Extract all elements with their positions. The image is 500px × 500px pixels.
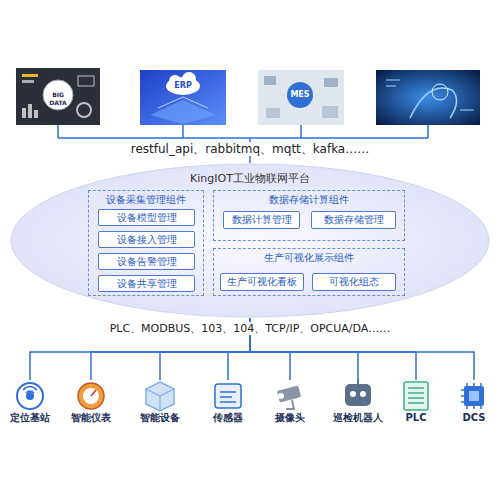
image-detail [22, 108, 26, 118]
smart-device-icon [146, 382, 174, 411]
icon-shape [461, 383, 481, 409]
device-node: 摄像头 [263, 380, 317, 428]
platform-ellipse: KingIOT工业物联网平台设备采集管理组件设备模型管理设备接入管理设备告警管理… [10, 163, 490, 318]
node-text: 设备模型管理 [99, 210, 194, 225]
image-caption: ERP [168, 81, 198, 91]
erp-image [140, 70, 226, 125]
icon-shape [17, 383, 43, 409]
image-detail [432, 84, 448, 100]
node-text: 设备接入管理 [99, 232, 194, 247]
icon-shape [277, 385, 301, 402]
node-text: 设备告警管理 [99, 254, 194, 269]
node-text: PLC [389, 380, 443, 424]
function-box: 设备模型管理 [98, 209, 195, 226]
base-station-icon [17, 383, 43, 409]
protocol-label: PLC、MODBUS、103、104、TCP/IP、OPCUA/DA…… [70, 322, 430, 335]
image-detail [386, 80, 474, 110]
function-box: 设备告警管理 [98, 253, 195, 270]
icon-shape [78, 383, 104, 409]
image-detail [22, 74, 38, 77]
device-node: 智能设备 [133, 380, 187, 428]
icon-shape [220, 392, 236, 402]
node-text: 可视化组态 [313, 274, 395, 289]
icon-shape [83, 388, 99, 404]
image-detail [324, 78, 338, 87]
image-detail [410, 88, 457, 118]
node-text: 智能设备 [133, 380, 187, 424]
node-text: DCS [449, 380, 499, 424]
node-text: 摄像头 [263, 380, 317, 424]
group-title: 数据存储计算组件 [214, 191, 404, 206]
icon-shape [278, 393, 284, 399]
function-box: 数据计算管理 [223, 211, 300, 229]
image-detail [34, 110, 38, 118]
image-detail [150, 100, 216, 124]
sensor-icon [215, 384, 241, 408]
icon-shape [345, 384, 371, 406]
icon-shape [146, 382, 174, 411]
dcs-icon [461, 383, 484, 409]
function-box: 设备共享管理 [98, 275, 195, 292]
node-text: 传感器 [201, 380, 255, 424]
node-text: 智能仪表 [64, 380, 118, 424]
device-node: 定位基站 [3, 380, 57, 428]
icon-shape [360, 391, 366, 397]
image-caption: BIG DATA [43, 91, 73, 107]
icon-shape [26, 392, 34, 400]
icon-shape [91, 390, 96, 396]
mes-image [258, 70, 344, 125]
icon-shape [404, 382, 428, 410]
group-title: 生产可视化展示组件 [214, 249, 404, 264]
device-node: 传感器 [201, 380, 255, 428]
group-title: 设备采集管理组件 [89, 191, 203, 206]
node-text: 数据存储管理 [312, 212, 395, 227]
node-text: 巡检机器人 [328, 380, 388, 424]
function-box: 生产可视化看板 [220, 273, 304, 291]
component-group: 设备采集管理组件设备模型管理设备接入管理设备告警管理设备共享管理 [88, 190, 204, 296]
device-node: 智能仪表 [64, 380, 118, 428]
ai-image [376, 70, 480, 125]
image-detail [77, 103, 91, 117]
icon-shape [23, 387, 37, 394]
camera-icon [277, 385, 301, 409]
image-detail [78, 76, 94, 86]
robot-icon [345, 379, 371, 406]
bus-wire [58, 125, 428, 163]
icon-shape [146, 389, 174, 411]
image-detail [264, 76, 276, 85]
device-node: 巡检机器人 [328, 380, 388, 428]
image-detail [28, 104, 32, 118]
node-text: 定位基站 [3, 380, 57, 424]
platform-ellipse-shape [11, 164, 489, 317]
protocol-label: restful_api、rabbitmq、mqtt、kafka…… [110, 142, 390, 156]
icon-shape [215, 384, 241, 408]
icon-shape [469, 391, 479, 401]
function-box: 设备接入管理 [98, 231, 195, 248]
icon-shape [464, 386, 484, 406]
function-box: 可视化组态 [312, 273, 396, 291]
bigdata-badge [43, 80, 73, 110]
platform-title: KingIOT工业物联网平台 [10, 163, 490, 186]
image-detail [322, 106, 338, 118]
plc-icon [404, 382, 428, 410]
meter-icon [78, 383, 104, 409]
icon-shape [286, 400, 294, 409]
bigdata-image [16, 68, 100, 125]
icon-shape [408, 388, 424, 403]
icon-shape [350, 391, 356, 397]
component-group: 数据存储计算组件数据计算管理数据存储管理 [213, 190, 405, 241]
image-caption: MES [288, 90, 312, 100]
image-detail [158, 97, 208, 108]
device-node: PLC [389, 380, 443, 428]
node-text: 数据计算管理 [224, 212, 299, 227]
node-text: 设备共享管理 [99, 276, 194, 291]
node-text: 生产可视化看板 [221, 274, 303, 289]
device-node: DCS [449, 380, 499, 428]
component-group: 生产可视化展示组件生产可视化看板可视化组态 [213, 248, 405, 296]
mes-badge [287, 82, 313, 108]
image-detail [22, 80, 34, 83]
image-detail [266, 108, 280, 118]
function-box: 数据存储管理 [311, 211, 396, 229]
